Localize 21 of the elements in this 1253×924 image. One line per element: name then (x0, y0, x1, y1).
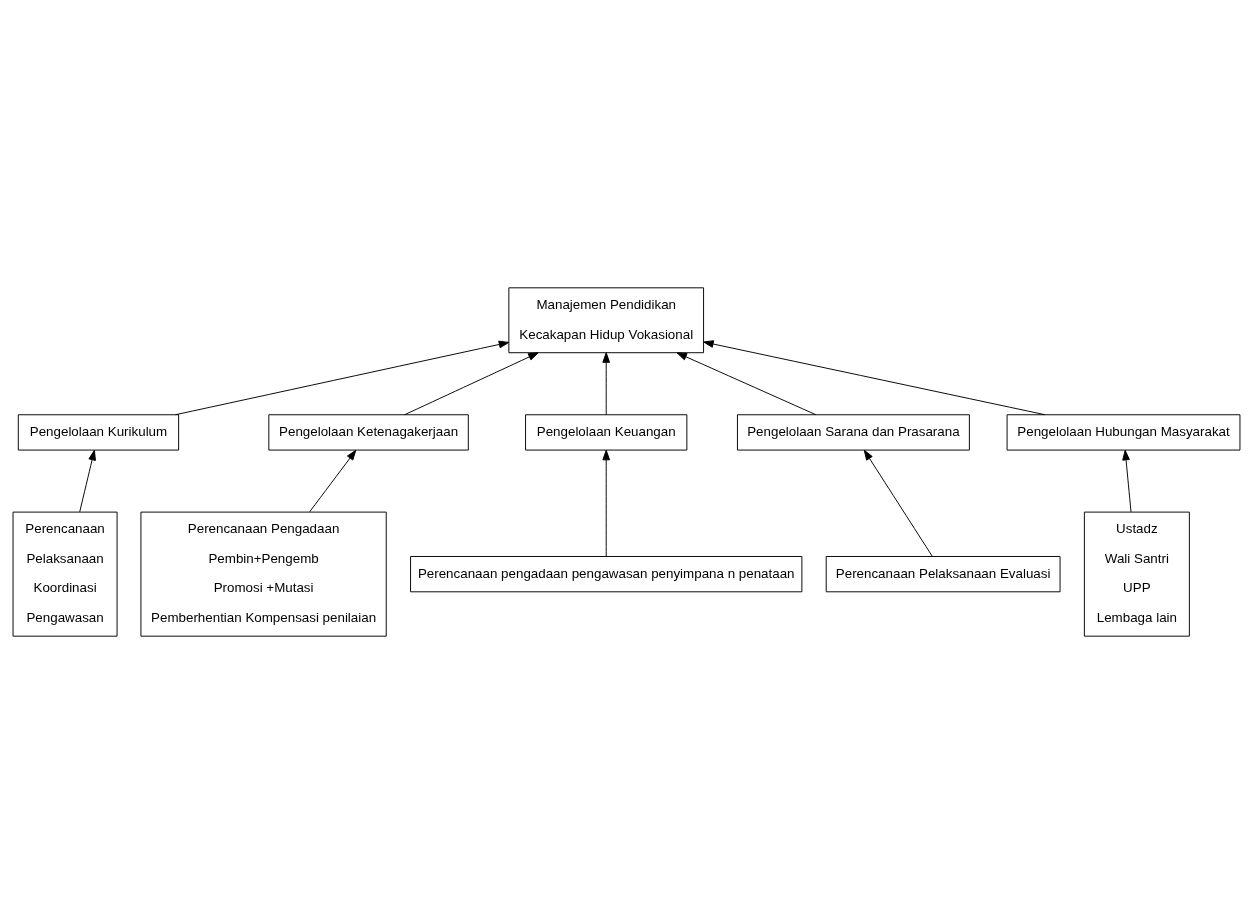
node-box: Ustadz Wali Santri UPP Lembaga lain (1083, 511, 1190, 637)
node-box: Perencanaan pengadaan pengawasan penyimpana n penataan (410, 556, 803, 593)
arrow (309, 449, 357, 513)
arrow (602, 449, 611, 557)
arrow (602, 352, 611, 416)
arrow (676, 352, 817, 416)
node-box: Pengelolaan Keuangan (525, 414, 688, 451)
node-box: Pengelolaan Hubungan Masyarakat (1006, 414, 1241, 451)
node-box: Pengelolaan Ketenagakerjaan (268, 414, 469, 451)
arrow (79, 449, 96, 513)
arrow (863, 449, 933, 557)
node-box: Pengelolaan Kurikulum (17, 414, 180, 451)
arrow (1122, 449, 1132, 513)
node-box: Pengelolaan Sarana dan Prasarana (736, 414, 970, 451)
arrow (703, 340, 1046, 416)
arrow (175, 340, 510, 416)
node-box: Perencanaan Pelaksanaan Koordinasi Pengawasan (12, 511, 118, 637)
arrow (404, 352, 539, 416)
node-box: Manajemen Pendidikan Kecakapan Hidup Vokasional (508, 287, 705, 354)
node-box: Perencanaan Pelaksanaan Evaluasi (825, 556, 1061, 593)
node-box: Perencanaan Pengadaan Pembin+Pengemb Promosi +Mutasi Pemberhentian Kompensasi penilaian (140, 511, 387, 637)
